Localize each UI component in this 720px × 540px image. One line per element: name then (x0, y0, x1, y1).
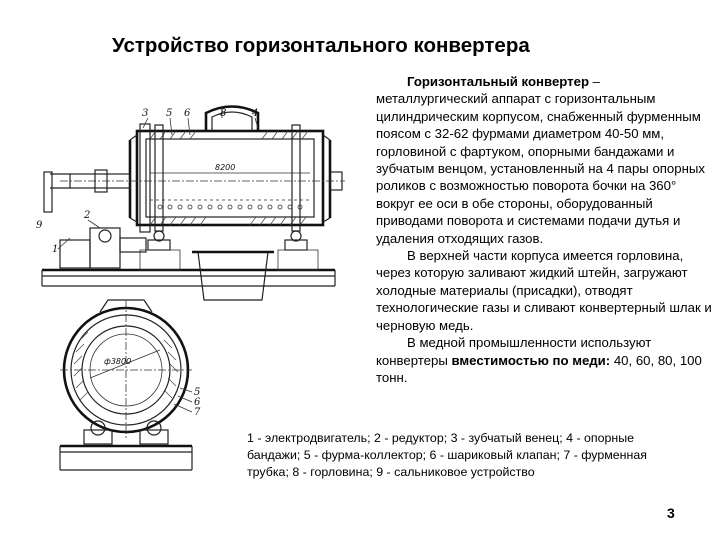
description-paragraph-3: В медной промышленности используют конве… (376, 334, 714, 386)
end-label-7: 7 (194, 407, 201, 418)
capacity-label: вместимостью по меди: (451, 352, 611, 368)
side-label-9: 9 (36, 220, 43, 231)
side-label-1: 1 (52, 244, 58, 255)
side-label-3: 3 (142, 108, 148, 119)
description-paragraph-2: В верхней части корпуса имеется горловин… (376, 248, 712, 333)
slide-title: Устройство горизонтального конвертера (112, 34, 530, 57)
page-number: 3 (667, 505, 675, 521)
side-label-6: 6 (184, 108, 191, 119)
capacity-intro: В медной промышленности используют конве… (376, 335, 652, 368)
side-label-5: 5 (166, 108, 172, 119)
capacity-values: 40, 60, 80, 100 тонн. (376, 352, 702, 385)
end-label-6: 6 (194, 397, 201, 408)
definition-term: Горизонтальный конвертер (407, 74, 590, 89)
end-label-5: 5 (194, 387, 200, 398)
figure-legend: 1 - электродвигатель; 2 - редуктор; 3 - … (247, 431, 647, 480)
end-view: ф3800 5 6 7 (59, 299, 201, 471)
side-view: 8200 (36, 105, 345, 301)
side-label-2: 2 (83, 210, 90, 221)
definition-text: – металлургический аппарат с горизонталь… (376, 74, 705, 246)
side-dimension: 8200 (215, 163, 235, 172)
side-label-8: 8 (220, 108, 226, 119)
description-text: Горизонтальный конвертер – металлургичес… (376, 73, 714, 386)
end-dimension: ф3800 (104, 357, 131, 366)
description-paragraph-1: Горизонтальный конвертер – металлургичес… (376, 73, 714, 247)
side-label-4: 4 (251, 108, 258, 119)
